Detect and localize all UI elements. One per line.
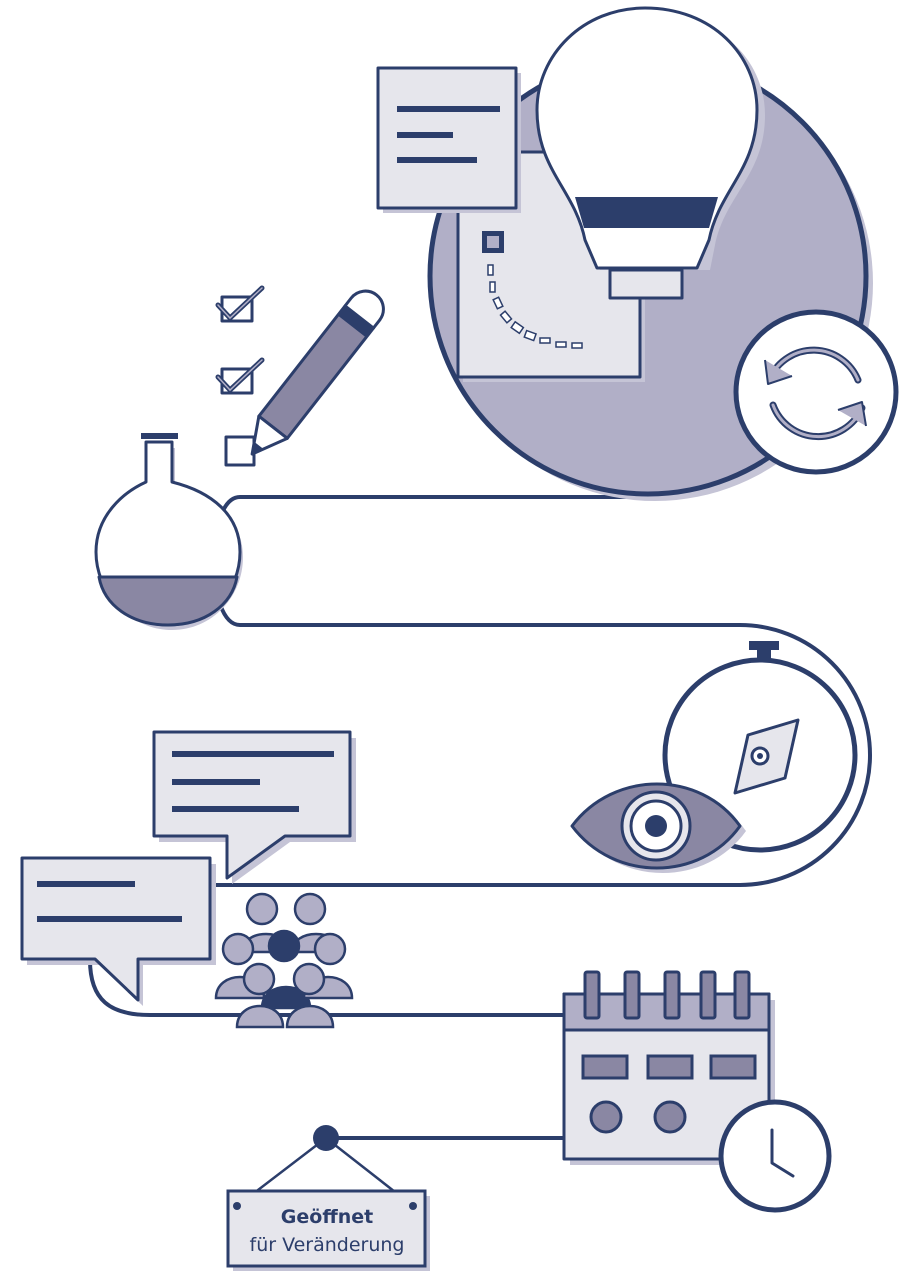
- text-note-icon: [378, 68, 521, 213]
- speech-bubble-icon: [22, 858, 216, 1006]
- sign-title: Geöffnet: [281, 1206, 373, 1228]
- sign-subtitle: für Veränderung: [250, 1234, 405, 1256]
- people-group-icon: [216, 894, 352, 1027]
- clock-icon: [721, 1102, 829, 1210]
- hanging-sign-icon: Geöffnet für Veränderung: [228, 1125, 430, 1271]
- pencil-icon: [238, 284, 391, 465]
- flask-icon: [96, 433, 243, 630]
- refresh-icon: [736, 312, 896, 472]
